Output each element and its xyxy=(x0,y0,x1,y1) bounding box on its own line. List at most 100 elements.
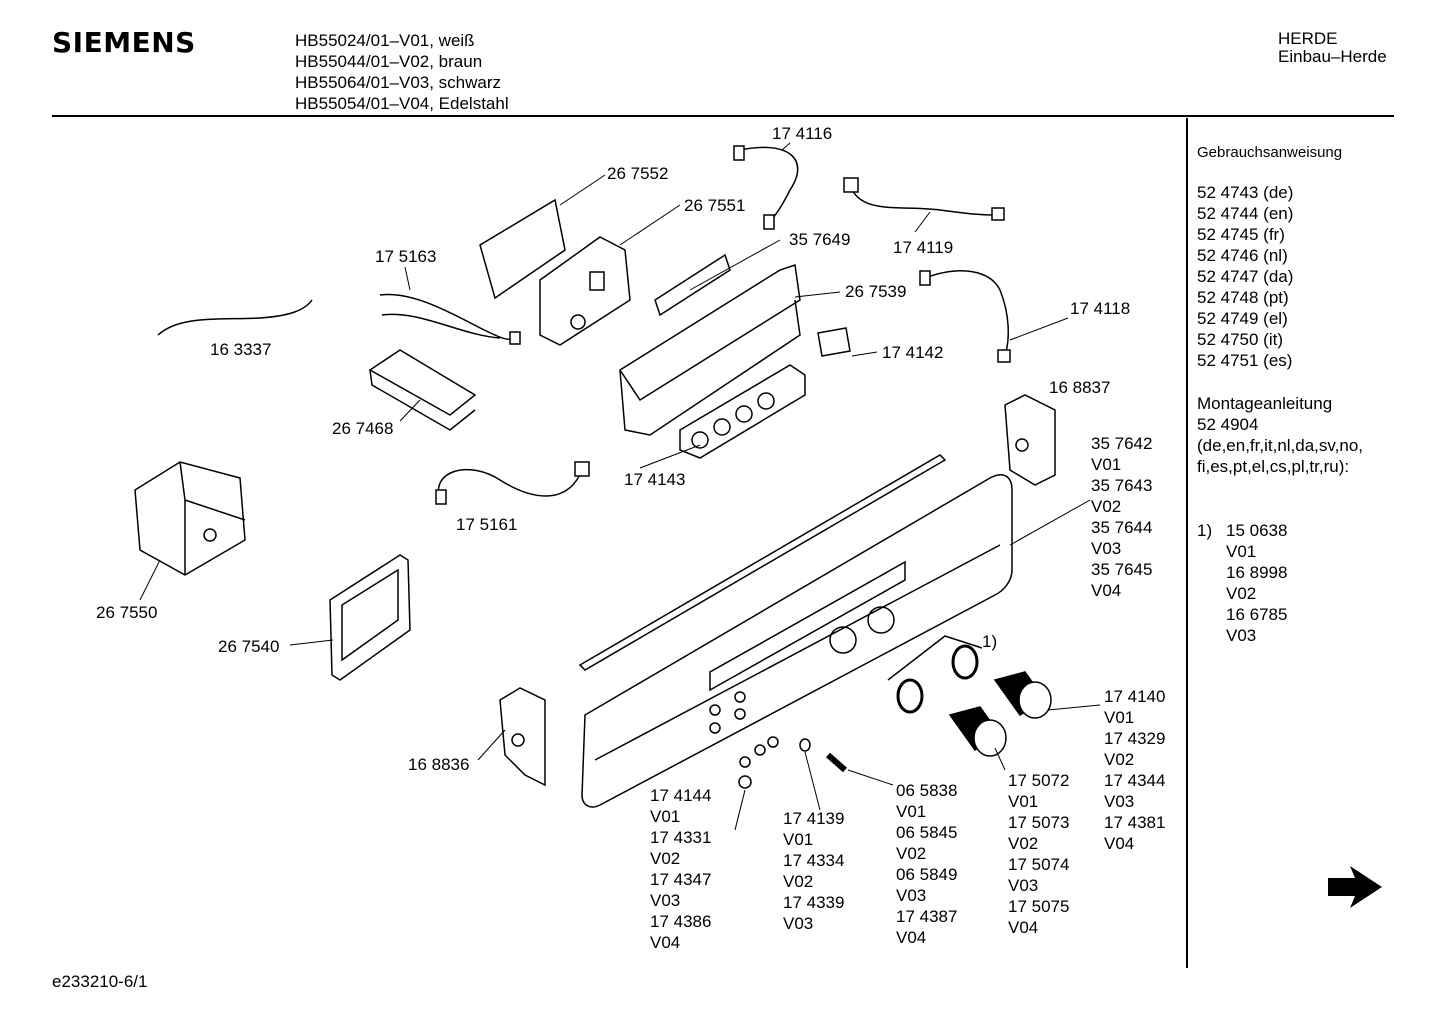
text-line: HB55064/01–V03, schwarz xyxy=(295,73,502,92)
drawing-code: e233210-6/1 xyxy=(52,972,148,991)
switch-block-174143 xyxy=(679,364,806,459)
text-line: V03 xyxy=(650,891,681,910)
text-line: HB55044/01–V02, braun xyxy=(295,52,483,71)
text-line: 17 5074 xyxy=(1008,855,1070,874)
text-line: 52 4747 (da) xyxy=(1197,267,1294,286)
text-line: V02 xyxy=(1091,497,1122,516)
text-line: V04 xyxy=(1008,918,1039,937)
text-line: 17 4329 xyxy=(1104,729,1166,748)
text-line: V04 xyxy=(1091,581,1122,600)
ring xyxy=(896,678,924,714)
text-line: 26 7539 xyxy=(845,282,907,301)
cable-174118 xyxy=(924,270,1010,356)
callout-175163: 17 5163 xyxy=(375,246,455,267)
next-page-arrow-icon[interactable] xyxy=(1328,866,1382,908)
text-line: 17 4334 xyxy=(783,851,845,870)
connector xyxy=(991,207,1005,221)
text-line: V01 xyxy=(1008,792,1039,811)
text-line: V04 xyxy=(896,928,927,947)
text-line: V01 xyxy=(650,807,681,826)
frame-174142 xyxy=(817,327,851,357)
callout-174118: 17 4118 xyxy=(1070,298,1150,319)
text-line: 35 7644 xyxy=(1091,518,1153,537)
text-line: (de,en,fr,it,nl,da,sv,no, xyxy=(1197,436,1363,455)
callout-174116: 17 4116 xyxy=(772,123,852,144)
cable-175163 xyxy=(379,293,517,340)
text-line: 17 4339 xyxy=(783,893,845,912)
text-line: V01 xyxy=(1104,708,1135,727)
callout-357649: 35 7649 xyxy=(789,229,869,250)
text-line: 1) xyxy=(982,632,998,651)
text-line: V01 xyxy=(1226,542,1257,561)
text-line: V03 xyxy=(1091,539,1122,558)
text-line: 17 4386 xyxy=(650,912,712,931)
text-line: 16 8998 xyxy=(1226,563,1288,582)
text-line: 17 4381 xyxy=(1104,813,1166,832)
text-line: V03 xyxy=(1226,626,1257,645)
text-line: 06 5845 xyxy=(896,823,958,842)
callout-175161: 17 5161 xyxy=(456,514,536,535)
text-line: V03 xyxy=(783,914,814,933)
footnote-marker: 1) xyxy=(1197,521,1213,540)
text-line: 26 7550 xyxy=(96,603,158,622)
callout-267551: 26 7551 xyxy=(684,195,764,216)
siemens-logo: SIEMENS xyxy=(52,26,196,59)
text-line: 35 7643 xyxy=(1091,476,1153,495)
relay-267550 xyxy=(134,461,246,576)
screw xyxy=(738,775,752,789)
header-divider xyxy=(52,115,1394,117)
text-line: V02 xyxy=(783,872,814,891)
callout-174143: 17 4143 xyxy=(624,469,704,490)
callout-174142: 17 4142 xyxy=(882,342,962,363)
text-line: V02 xyxy=(1226,584,1257,603)
assembly-title: Montageanleitung xyxy=(1197,394,1333,413)
callout-174119: 17 4119 xyxy=(893,237,973,258)
cable-174116 xyxy=(739,146,799,223)
text-line: 35 7642 xyxy=(1091,434,1153,453)
text-line: 52 4750 (it) xyxy=(1197,330,1283,349)
text-line: 16 8837 xyxy=(1049,378,1111,397)
text-line: 52 4751 (es) xyxy=(1197,351,1293,370)
text-line: 52 4748 (pt) xyxy=(1197,288,1289,307)
text-line: 17 5075 xyxy=(1008,897,1070,916)
connector xyxy=(509,331,521,345)
text-line: HB55024/01–V01, weiß xyxy=(295,31,475,50)
panel-267539 xyxy=(618,264,801,402)
connector xyxy=(763,214,775,230)
trim-strip xyxy=(578,454,947,671)
connector xyxy=(997,349,1011,363)
text-line: V02 xyxy=(1008,834,1039,853)
text-line: V01 xyxy=(896,802,927,821)
cable-174119 xyxy=(849,184,996,216)
text-line: 17 4144 xyxy=(650,786,712,805)
cable-175161 xyxy=(437,468,583,501)
text-line: 26 7551 xyxy=(684,196,746,215)
text-line: 16 6785 xyxy=(1226,605,1288,624)
connector xyxy=(435,489,447,505)
manual-title: Gebrauchsanweisung xyxy=(1197,144,1343,161)
callout-267540: 26 7540 xyxy=(218,636,298,657)
display-357649 xyxy=(654,253,731,317)
text-line: 52 4749 (el) xyxy=(1197,309,1288,328)
assembly-list: 52 4904(de,en,fr,it,nl,da,sv,no,fi,es,pt… xyxy=(1197,414,1387,477)
connector xyxy=(574,461,590,477)
callout-267552: 26 7552 xyxy=(607,163,687,184)
sidebar-divider xyxy=(1186,118,1188,968)
module-267551 xyxy=(539,236,631,346)
text-line: V03 xyxy=(1104,792,1135,811)
text-line: 52 4743 (de) xyxy=(1197,183,1294,202)
text-line: 17 5163 xyxy=(375,247,437,266)
text-line: 26 7552 xyxy=(607,164,669,183)
text-line: 17 4139 xyxy=(783,809,845,828)
callout-168837: 16 8837 xyxy=(1049,377,1129,398)
ring-150638 xyxy=(951,644,979,680)
connector xyxy=(919,270,931,286)
text-line: V04 xyxy=(1104,834,1135,853)
text-line: HB55054/01–V04, Edelstahl xyxy=(295,94,509,113)
